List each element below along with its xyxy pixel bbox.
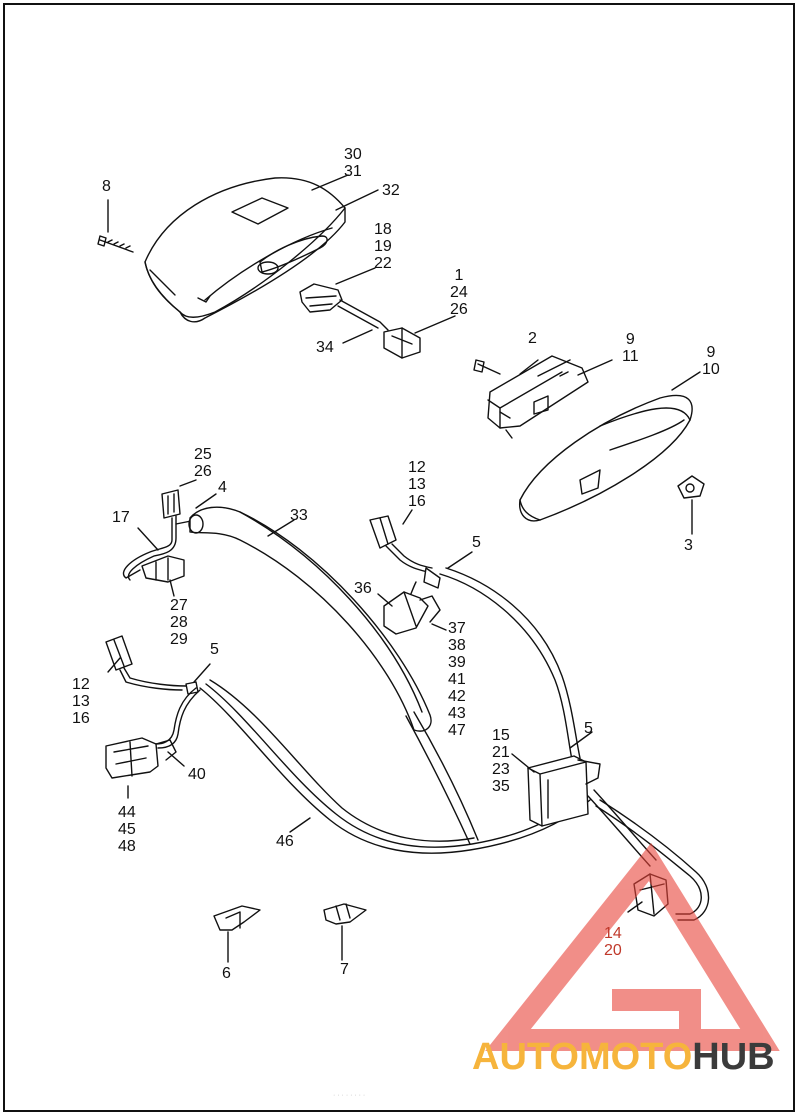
callout-5-left: 5 xyxy=(210,641,219,658)
lower-branch-harness xyxy=(105,635,201,779)
left-pigtail-harness xyxy=(122,489,197,583)
callout-7: 7 xyxy=(340,961,349,978)
upper-branch-harness xyxy=(369,515,581,761)
harness-sleeve-33 xyxy=(188,506,432,732)
brand-part-2: HUB xyxy=(692,1036,775,1078)
callout-44-45-48: 44 45 48 xyxy=(118,804,136,855)
callout-8: 8 xyxy=(102,178,111,195)
junction-connector xyxy=(527,755,601,827)
callout-2: 2 xyxy=(528,330,537,347)
callout-32: 32 xyxy=(382,182,400,199)
watermark-logo xyxy=(485,842,780,1051)
callout-30-31: 30 31 xyxy=(344,146,362,180)
nut-3 xyxy=(677,475,705,535)
brand-watermark: AUTOMOTOHUB xyxy=(472,1036,775,1079)
callout-17: 17 xyxy=(112,509,130,526)
callout-3: 3 xyxy=(684,537,693,554)
tail-lamp-housing xyxy=(144,177,346,323)
callout-5-right: 5 xyxy=(584,720,593,737)
callout-18-19-22: 18 19 22 xyxy=(374,221,392,272)
callout-25-26: 25 26 xyxy=(194,446,212,480)
bulb-socket-harness xyxy=(299,283,421,359)
callout-14-20: 14 20 xyxy=(604,925,622,959)
screw-8 xyxy=(97,235,134,253)
callout-6: 6 xyxy=(222,965,231,982)
clip-6 xyxy=(213,905,261,963)
clip-7 xyxy=(323,903,367,961)
callout-40: 40 xyxy=(188,766,206,783)
callout-12-13-16-lower: 12 13 16 xyxy=(72,676,90,727)
callout-46: 46 xyxy=(276,833,294,850)
callout-9-10: 9 10 xyxy=(702,344,720,378)
callout-34: 34 xyxy=(316,339,334,356)
callout-1-24-26: 1 24 26 xyxy=(450,267,468,318)
diagram-frame xyxy=(3,3,795,1112)
footer-note: · · · · · · · · xyxy=(333,1092,366,1099)
callout-27-28-29: 27 28 29 xyxy=(170,597,188,648)
callout-36: 36 xyxy=(354,580,372,597)
callout-37-47: 37 38 39 41 42 43 47 xyxy=(448,620,466,739)
brand-part-1: AUTOMOTO xyxy=(472,1036,693,1078)
callout-5-upper: 5 xyxy=(472,534,481,551)
callout-9-11: 9 11 xyxy=(622,331,639,365)
main-trunk-46 xyxy=(199,679,591,854)
tail-lamp-bracket xyxy=(473,355,589,439)
callout-15-21-23-35: 15 21 23 35 xyxy=(492,727,510,795)
callout-33: 33 xyxy=(290,507,308,524)
callout-12-13-16-upper: 12 13 16 xyxy=(408,459,426,510)
tail-lamp-lens xyxy=(519,394,693,522)
callout-4: 4 xyxy=(218,479,227,496)
